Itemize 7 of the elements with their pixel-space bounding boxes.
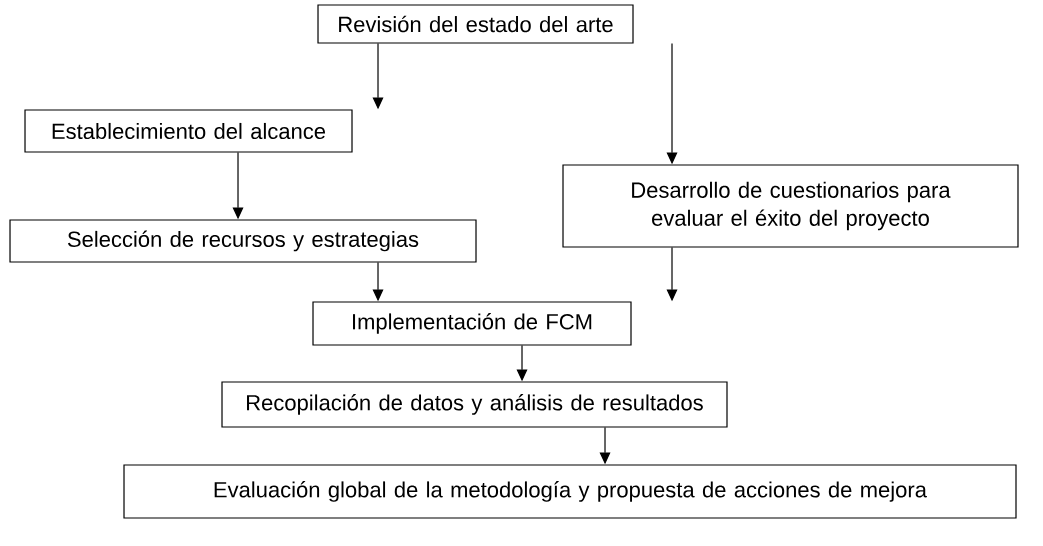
process-box: Establecimiento del alcance [24,109,353,153]
process-box: Evaluación global de la metodología y propuesta de acciones de mejora [123,464,1017,519]
process-box: Desarrollo de cuestionarios para evaluar el éxito del proyecto [562,164,1019,248]
process-box: Implementación de FCM [312,301,632,346]
process-box: Revisión del estado del arte [317,4,634,44]
process-box: Recopilación de datos y análisis de resultados [221,381,728,428]
process-box: Selección de recursos y estrategias [9,219,477,263]
